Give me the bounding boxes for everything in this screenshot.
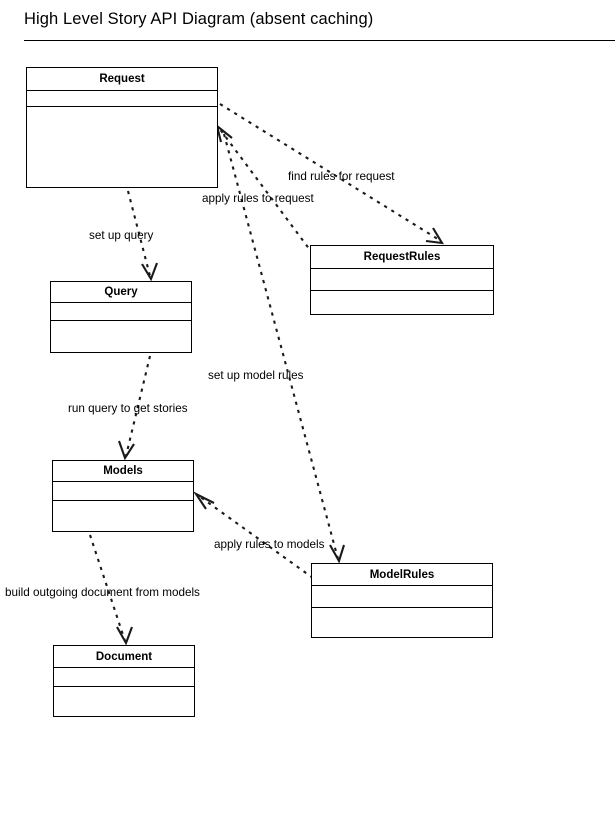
arrowhead-icon-set-up-query — [141, 262, 158, 282]
uml-class-name-models: Models — [53, 461, 193, 482]
uml-class-request[interactable]: Request — [26, 67, 218, 188]
connector-apply-rules-to-models — [192, 491, 314, 579]
uml-class-models[interactable]: Models — [52, 460, 194, 532]
edge-label-find-rules-for-request: find rules for request — [288, 170, 395, 183]
arrowhead-icon-apply-rules-to-request — [215, 123, 233, 143]
uml-operations-document — [54, 687, 194, 716]
arrowhead-icon-run-query-to-get-stories — [118, 440, 135, 461]
uml-class-name-requestrules: RequestRules — [311, 246, 493, 269]
edge-label-apply-rules-to-models: apply rules to models — [214, 538, 325, 551]
arrowhead-icon-apply-rules-to-models — [192, 491, 215, 510]
uml-operations-request — [27, 107, 217, 187]
uml-operations-modelrules — [312, 608, 492, 637]
connector-line-apply-rules-to-models — [198, 495, 314, 579]
edge-label-build-outgoing-document-from-models: build outgoing document from models — [5, 586, 200, 599]
arrowhead-icon-set-up-model-rules — [329, 544, 346, 564]
uml-attributes-modelrules — [312, 586, 492, 608]
uml-class-modelrules[interactable]: ModelRules — [311, 563, 493, 638]
uml-class-name-query: Query — [51, 282, 191, 303]
edge-label-set-up-model-rules: set up model rules — [208, 369, 304, 382]
uml-class-requestrules[interactable]: RequestRules — [310, 245, 494, 315]
edge-label-run-query-to-get-stories: run query to get stories — [68, 402, 188, 415]
uml-operations-query — [51, 321, 191, 352]
uml-class-document[interactable]: Document — [53, 645, 195, 717]
uml-operations-models — [53, 501, 193, 531]
edge-label-set-up-query: set up query — [89, 229, 154, 242]
uml-attributes-query — [51, 303, 191, 321]
uml-class-name-document: Document — [54, 646, 194, 668]
arrowhead-icon-find-rules-for-request — [425, 227, 445, 245]
uml-operations-requestrules — [311, 291, 493, 314]
uml-attributes-document — [54, 668, 194, 687]
title-divider — [24, 40, 615, 41]
uml-attributes-requestrules — [311, 269, 493, 291]
connector-apply-rules-to-request — [215, 123, 314, 255]
arrowhead-icon-build-outgoing-document-from-models — [116, 626, 133, 646]
connector-line-apply-rules-to-request — [218, 127, 314, 255]
edge-label-apply-rules-to-request: apply rules to request — [202, 192, 314, 205]
uml-class-name-request: Request — [27, 68, 217, 91]
uml-class-query[interactable]: Query — [50, 281, 192, 353]
page-title: High Level Story API Diagram (absent cac… — [24, 10, 374, 28]
uml-attributes-request — [27, 91, 217, 107]
uml-class-name-modelrules: ModelRules — [312, 564, 492, 586]
uml-attributes-models — [53, 482, 193, 501]
